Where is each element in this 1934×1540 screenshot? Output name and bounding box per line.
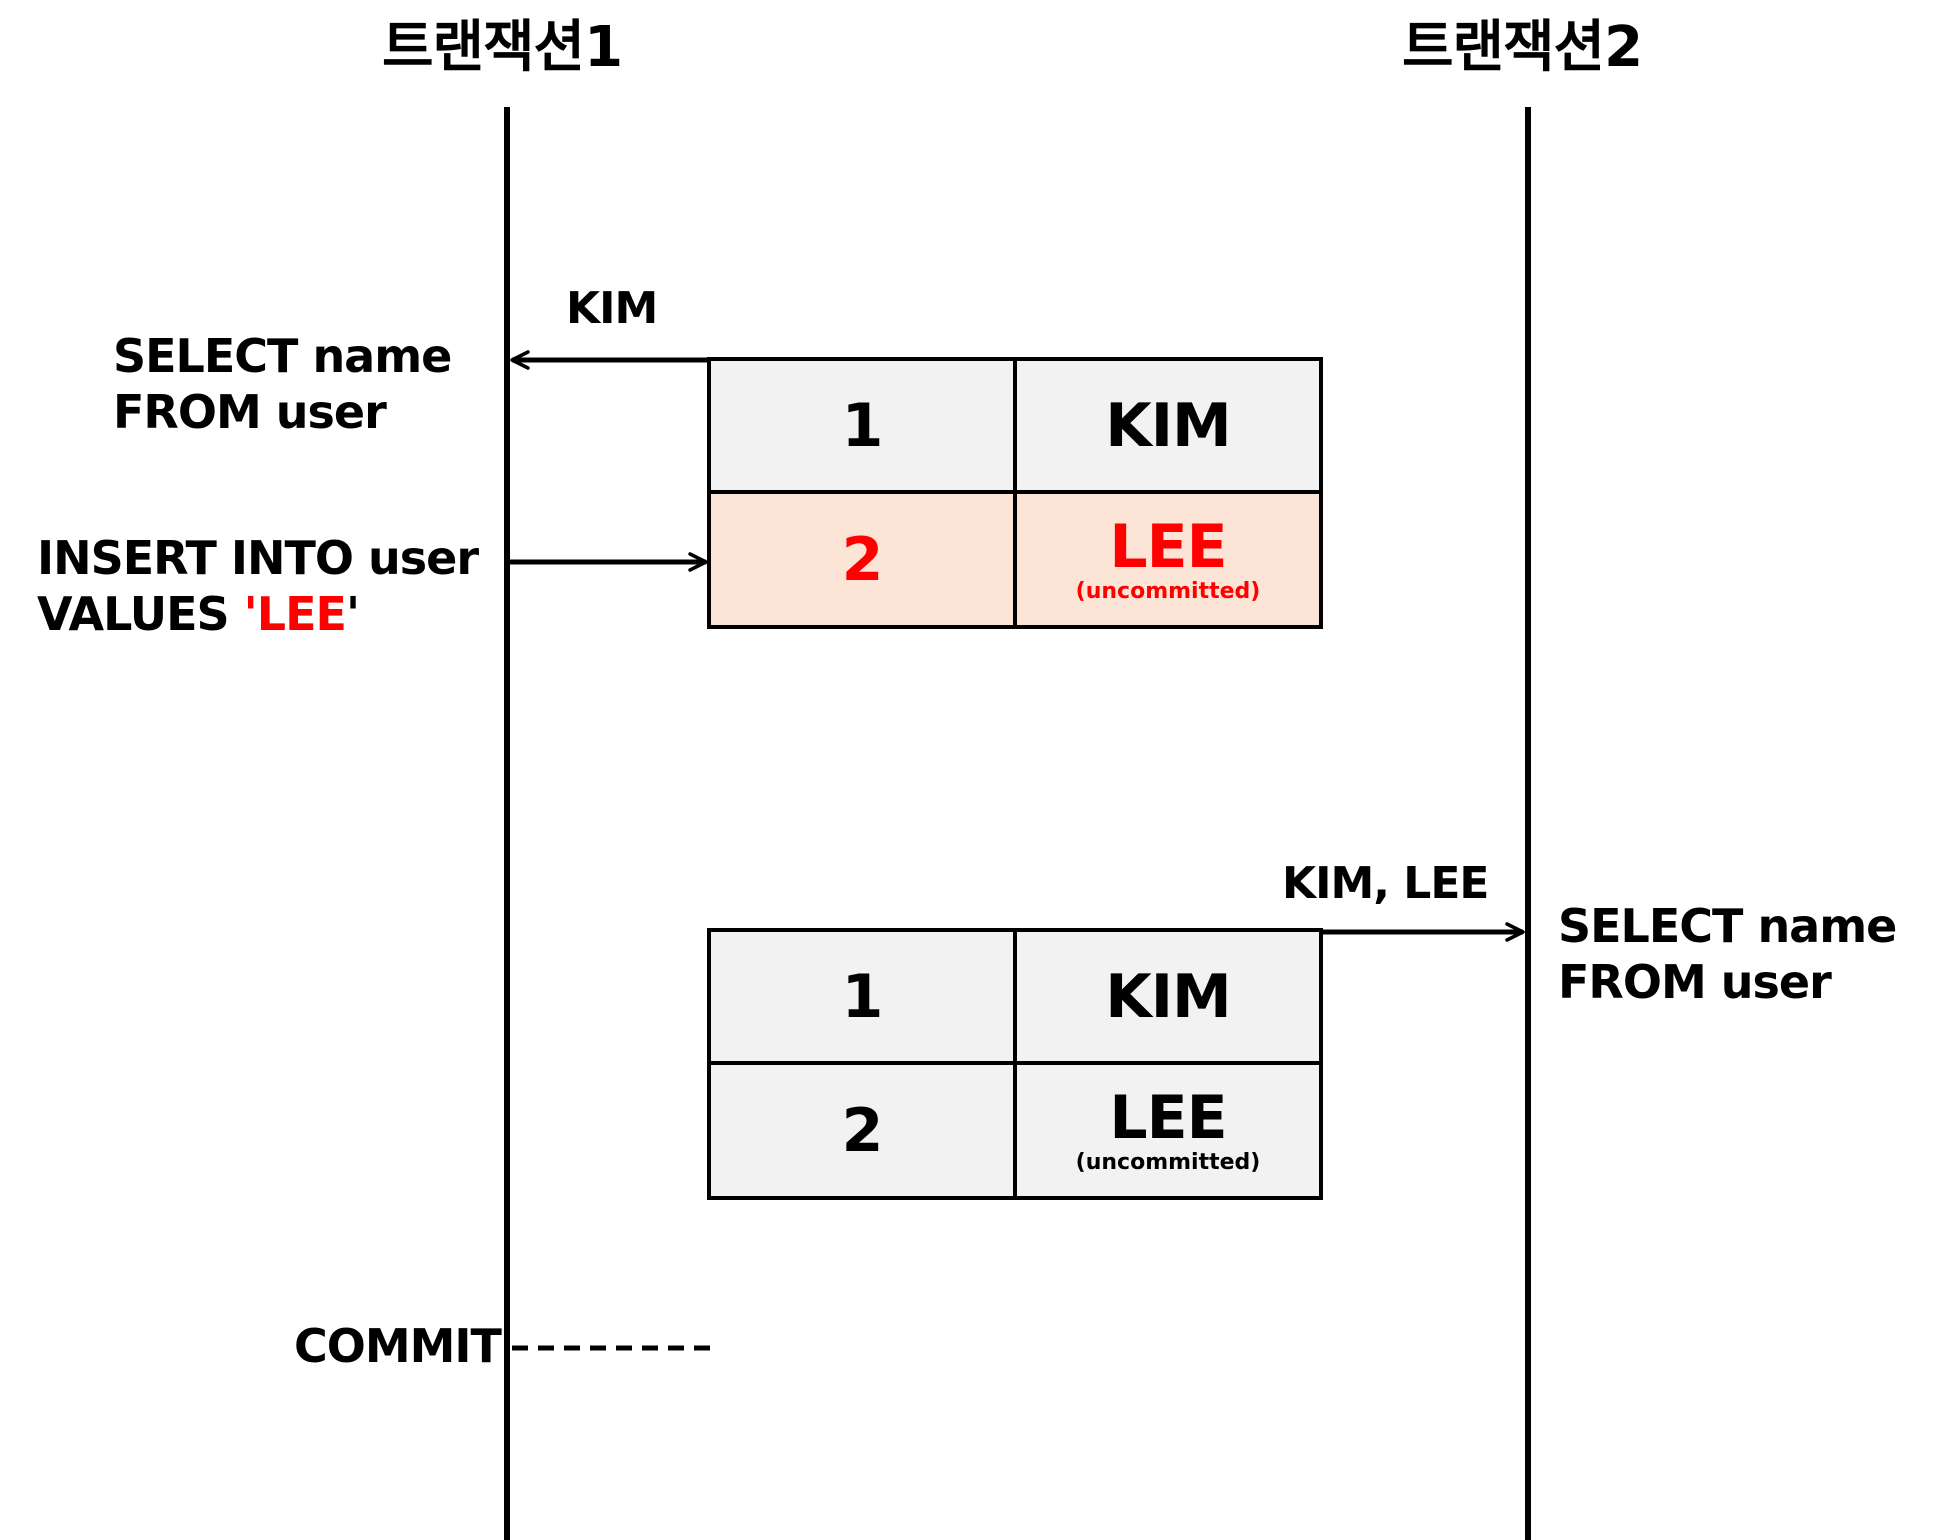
tx1-select-query-line1: SELECT name bbox=[113, 329, 452, 383]
insert-value-lee: LEE bbox=[256, 587, 347, 641]
tx1-select-result: KIM bbox=[566, 283, 658, 334]
insert-quote-close: ' bbox=[345, 587, 360, 641]
tx1-title: 트랜잭션1 bbox=[382, 15, 623, 80]
table2-row1-id: 1 bbox=[841, 961, 884, 1032]
table2-row2-uncommitted-note: (uncommitted) bbox=[1075, 1149, 1261, 1175]
table2-row2-name-cell: LEE (uncommitted) bbox=[1013, 1061, 1323, 1200]
insert-values-keyword: VALUES bbox=[37, 587, 244, 641]
table2-row1-name-cell: KIM bbox=[1013, 928, 1323, 1065]
table2-row1-id-cell: 1 bbox=[707, 928, 1017, 1065]
table1-row2-name: LEE bbox=[1109, 511, 1227, 582]
tx2-select-query-line1: SELECT name bbox=[1558, 899, 1897, 953]
table2-row2-id: 2 bbox=[841, 1095, 884, 1166]
table2-row1-name: KIM bbox=[1105, 961, 1232, 1032]
insert-quote-open: ' bbox=[243, 587, 258, 641]
table1-row2-id: 2 bbox=[841, 524, 884, 595]
tx2-title: 트랜잭션2 bbox=[1402, 15, 1643, 80]
table1-row2-uncommitted-note: (uncommitted) bbox=[1075, 578, 1261, 604]
tx1-select-query-line2: FROM user bbox=[113, 385, 387, 439]
table2-row2-name: LEE bbox=[1109, 1082, 1227, 1153]
tx1-insert-query-line1: INSERT INTO user bbox=[37, 531, 479, 585]
table1-row2-name-cell: LEE (uncommitted) bbox=[1013, 490, 1323, 629]
tx1-insert-query-line2: VALUES 'LEE' bbox=[37, 586, 360, 642]
tx1-commit-label: COMMIT bbox=[294, 1319, 502, 1373]
table2-row2-id-cell: 2 bbox=[707, 1061, 1017, 1200]
tx2-select-query-line2: FROM user bbox=[1558, 955, 1832, 1009]
tx2-select-result: KIM, LEE bbox=[1282, 858, 1489, 909]
table1-row1-id: 1 bbox=[841, 390, 884, 461]
table1-row2-id-cell: 2 bbox=[707, 490, 1017, 629]
table1-row1-name: KIM bbox=[1105, 390, 1232, 461]
table1-row1-name-cell: KIM bbox=[1013, 357, 1323, 494]
table1-row1-id-cell: 1 bbox=[707, 357, 1017, 494]
